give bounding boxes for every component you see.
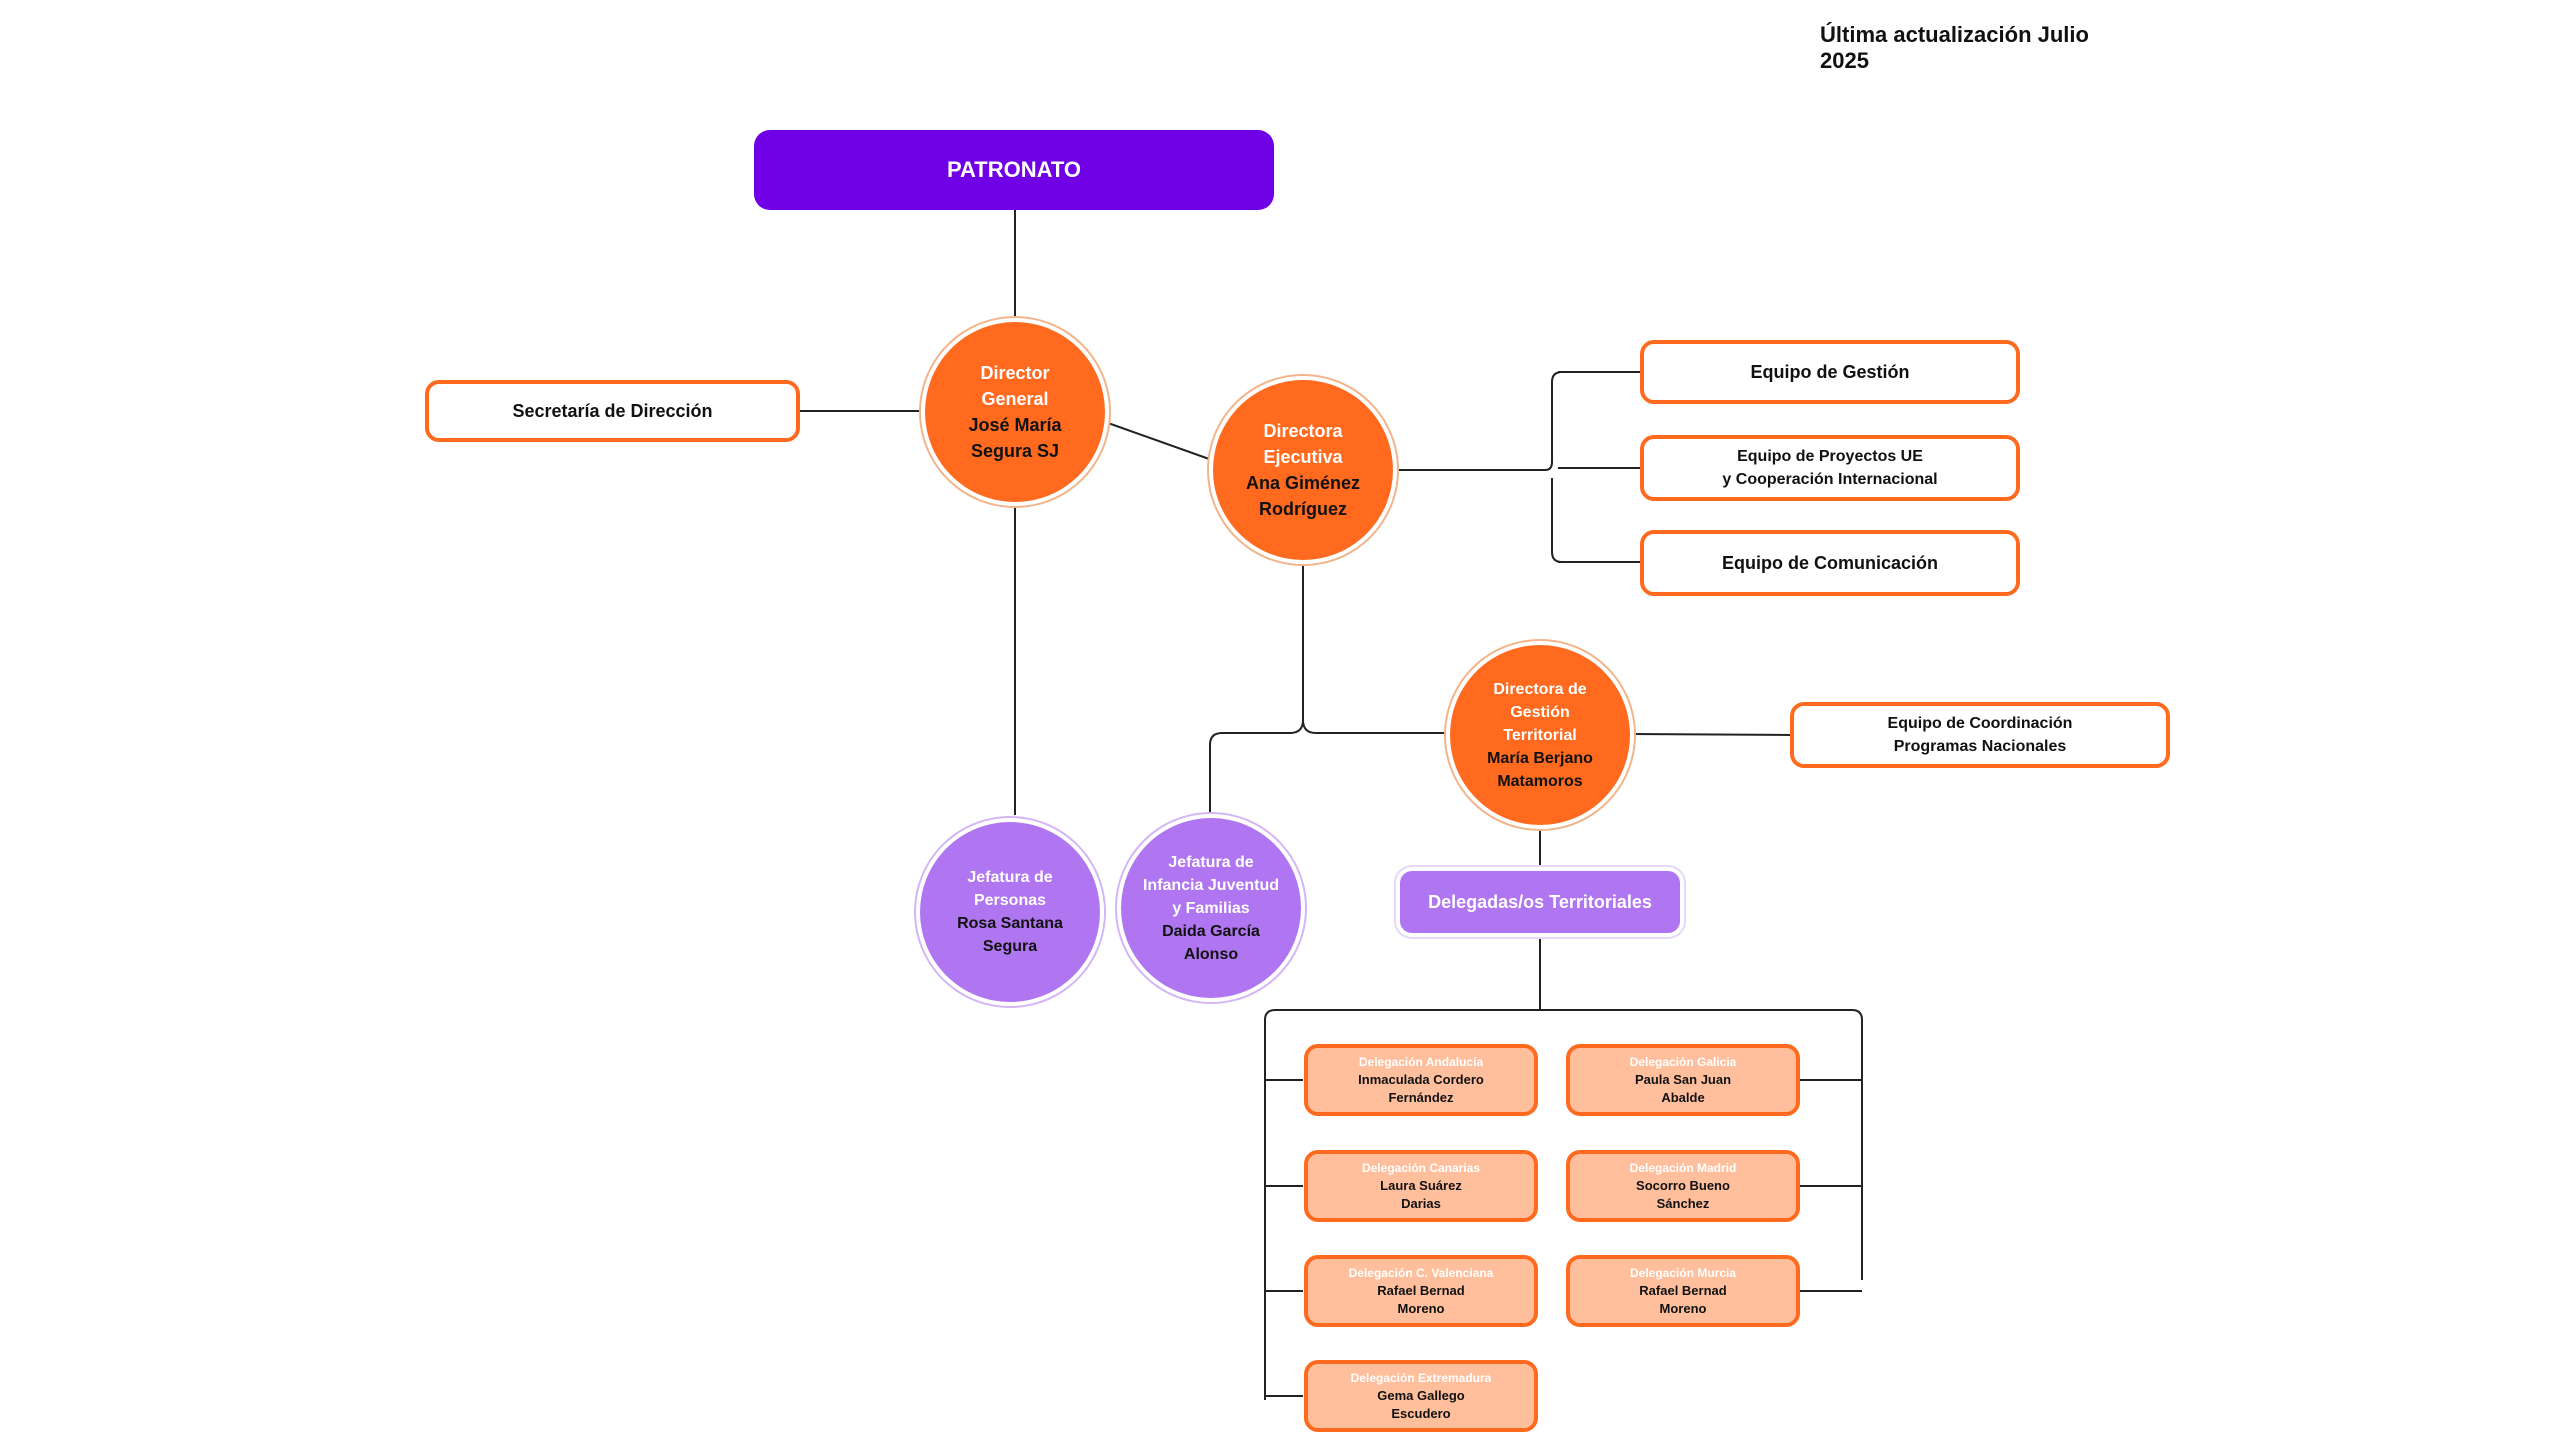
role-line: Gestión [1510,703,1570,721]
person-name: Matamoros [1497,772,1583,790]
node-delegadas-territoriales: Delegadas/os Territoriales [1400,871,1680,933]
person-name: Escudero [1391,1405,1451,1421]
delegation-region: Delegación Andalucía [1358,1054,1484,1069]
node-label: Equipo de Comunicación [1721,552,1938,573]
role-line: y Familias [1172,899,1250,917]
node-label: Equipo de Proyectos UE [1737,448,1923,465]
person-name: Fernández [1388,1089,1454,1105]
line-territorial-coordinacion [1629,733,1791,736]
person-name: Sánchez [1656,1195,1710,1211]
role-line: Personas [973,892,1047,909]
node-secretaria-direccion: Secretaría de Dirección [425,380,800,442]
role-line: Jefatura de [967,869,1053,886]
node-equipo-proyectos: Equipo de Proyectos UE y Cooperación Int… [1640,435,2020,501]
person-name: Alonso [1183,945,1239,963]
node-jefatura-personas: Jefatura de Personas Rosa Santana Segura [920,822,1100,1002]
delegation-region: Delegación Murcia [1629,1265,1737,1280]
node-delegacion-canarias: Delegación Canarias Laura Suárez Darias [1304,1150,1538,1222]
node-equipo-comunicacion: Equipo de Comunicación [1640,530,2020,596]
person-name: Paula San Juan [1634,1071,1732,1087]
role-line: General [981,389,1049,409]
role-line: Jefatura de [1168,853,1254,871]
line-ejecutiva-equipos [1393,371,1640,563]
line-ejecutiva-infancia [1209,719,1304,815]
role-line: Directora de [1493,680,1587,698]
delegation-region: Delegación Madrid [1629,1160,1737,1175]
delegation-region: Delegación Extremadura [1350,1370,1492,1385]
node-directora-gestion-territorial: Directora de Gestión Territorial María B… [1450,645,1630,825]
person-name: Rafael Bernad [1639,1282,1727,1298]
node-delegacion-valenciana: Delegación C. Valenciana Rafael Bernad M… [1304,1255,1538,1327]
person-name: Rafael Bernad [1377,1282,1465,1298]
role-line: Ejecutiva [1263,447,1343,467]
node-equipo-coordinacion: Equipo de Coordinación Programas Naciona… [1790,702,2170,768]
node-delegacion-andalucia: Delegación Andalucía Inmaculada Cordero … [1304,1044,1538,1116]
delegation-region: Delegación Galicia [1629,1054,1737,1069]
node-label: Equipo de Gestión [1750,361,1910,382]
node-director-general: Director General José María Segura SJ [925,322,1105,502]
node-jefatura-infancia: Jefatura de Infancia Juventud y Familias… [1121,818,1301,998]
person-name: María Berjano [1487,749,1593,767]
line-director-ejecutiva [1107,422,1213,461]
last-updated-label: Última actualización Julio 2025 [1820,22,2089,73]
person-name: Laura Suárez [1380,1177,1462,1193]
person-name: Rosa Santana [957,915,1063,932]
node-label: Secretaría de Dirección [512,400,713,421]
node-label: y Cooperación Internacional [1722,471,1938,488]
person-name: Segura SJ [970,441,1060,461]
line-ejecutiva-territorial [1302,562,1450,734]
person-name: Moreno [1659,1300,1707,1316]
person-name: Darias [1401,1195,1441,1211]
node-equipo-gestion: Equipo de Gestión [1640,340,2020,404]
person-name: Ana Giménez [1245,473,1361,493]
person-name: Moreno [1397,1300,1445,1316]
role-line: Directora [1263,421,1343,441]
line-delegaciones-bus [1264,1009,1863,1400]
node-patronato: PATRONATO [754,130,1274,210]
person-name: Segura [982,938,1038,955]
person-name: Inmaculada Cordero [1358,1071,1484,1087]
node-delegacion-murcia: Delegación Murcia Rafael Bernad Moreno [1566,1255,1800,1327]
person-name: Gema Gallego [1377,1387,1465,1403]
node-directora-ejecutiva: Directora Ejecutiva Ana Giménez Rodrígue… [1213,380,1393,560]
role-line: Director [980,363,1050,383]
person-name: Rodríguez [1259,499,1347,519]
node-delegacion-madrid: Delegación Madrid Socorro Bueno Sánchez [1566,1150,1800,1222]
role-line: Territorial [1503,726,1577,744]
node-label: Programas Nacionales [1893,738,2067,755]
role-line: Infancia Juventud [1142,876,1280,894]
node-label: Equipo de Coordinación [1887,715,2073,732]
node-delegacion-extremadura: Delegación Extremadura Gema Gallego Escu… [1304,1360,1538,1432]
person-name: José María [968,415,1062,435]
person-name: Daida García [1162,922,1260,940]
person-name: Socorro Bueno [1636,1177,1730,1193]
delegation-region: Delegación C. Valenciana [1348,1265,1494,1280]
node-delegacion-galicia: Delegación Galicia Paula San Juan Abalde [1566,1044,1800,1116]
person-name: Abalde [1661,1089,1705,1105]
delegation-region: Delegación Canarias [1361,1160,1481,1175]
